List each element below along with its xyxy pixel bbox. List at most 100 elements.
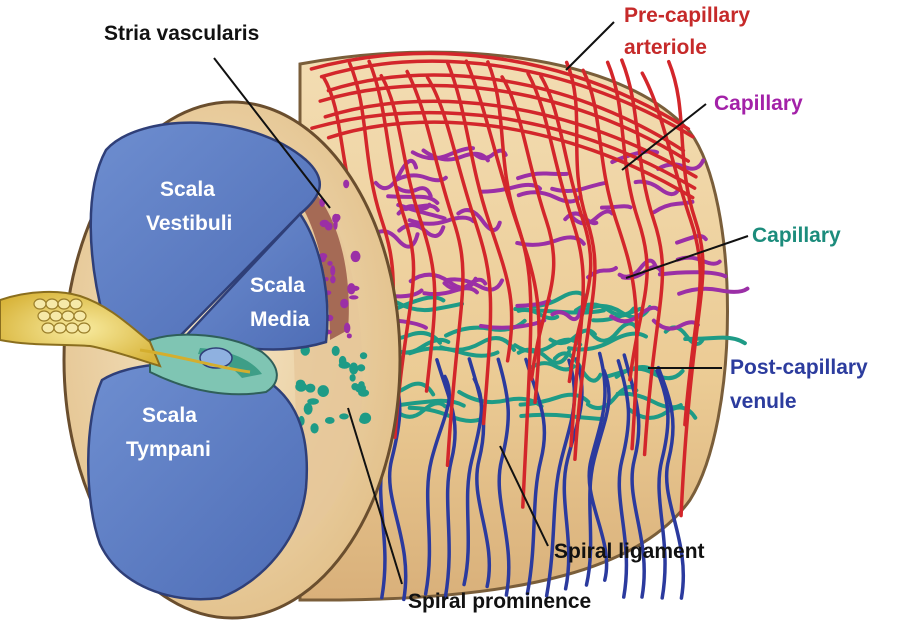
venule-segment [656,365,686,600]
scala-vestibuli-label-line2: Vestibuli [146,212,232,235]
venule-segment [655,368,670,600]
leader-spiral-prominence [347,407,403,585]
prominence-vessel-dot [317,385,329,397]
stria-vessel-dot [350,250,361,263]
nerve-fiber-bundle [73,310,87,322]
post-capillary-venule-network [378,351,686,602]
prominence-vessel-dot [357,364,366,372]
prominence-vessel-dot [359,412,372,424]
capillary-segment [456,208,502,232]
spiral-prominence-vessels [295,345,372,434]
arteriole-segment [539,74,593,384]
arteriole-arch [310,110,697,190]
arteriole-segment [425,75,493,426]
arteriole-segment [620,58,665,457]
prominence-vessel-dot [359,352,368,360]
nerve-fiber-bundle [77,322,91,334]
prominence-vessel-dot [324,417,335,424]
stria-vascularis-label: Stria vascularis [104,22,259,45]
stria-vessel-dot [340,298,349,309]
prominence-vessel-dot [338,361,351,369]
nerve-fiber-bundle [49,310,63,322]
prominence-vessel-dot [349,374,356,382]
capillary-segment [617,258,658,279]
arteriole-segment [666,59,705,518]
stria-vessel-dot [347,283,356,295]
capillary-teal-label: Capillary [752,224,841,247]
pre-capillary-label-line2: arteriole [624,36,707,59]
nerve-fiber-bundle [41,322,55,334]
stria-vessel-dot [330,275,336,284]
stria-vessel-dot [330,265,336,276]
capillary-segment [395,185,433,198]
capillary-segment [404,203,440,213]
spiral-ligament-label: Spiral ligament [554,540,705,563]
arteriole-arch [326,73,686,153]
arteriole-segment [564,60,597,461]
stria-vascularis-region [304,179,361,340]
capillary-segment [395,295,446,311]
capillary-segment [439,336,517,352]
nerve-fiber-bundle [65,322,79,334]
capillary-segment [457,389,544,409]
leader-spiral-ligament [499,445,549,547]
capillary-segment [516,171,569,181]
nerve-fiber-bundle [61,310,75,322]
leader-capillary-teal [625,235,749,279]
arteriole-arch [323,99,698,179]
stria-vessel-dot [335,214,341,222]
capillary-segment [444,277,505,292]
arteriole-arch [309,51,691,131]
arteriole-segment [405,69,465,468]
capillary-segment [513,337,583,354]
leader-capillary-purple [621,103,707,171]
capillary-segment [410,146,475,161]
prominence-vessel-dot [331,345,340,357]
nerve-fiber-bundle [37,310,51,322]
outer-labels: Stria vascularis Pre-capillary arteriole… [104,4,868,613]
venule-segment [616,359,631,599]
stria-vessel-dot [319,219,330,228]
venule-segment [584,368,611,587]
post-capillary-label-line2: venule [730,390,797,413]
prominence-vessel-dot [307,398,319,405]
capillary-segment [373,158,419,191]
capillary-segment [519,412,608,422]
pre-capillary-arteriole-network [309,51,705,518]
capillary-purple-label: Capillary [714,92,803,115]
pre-capillary-label-line1: Pre-capillary [624,4,750,27]
prominence-vessel-dot [303,403,313,415]
scala-tympani-label-line1: Scala [142,404,197,427]
prominence-vessel-dot [349,362,359,375]
scala-media-label-line1: Scala [250,274,305,297]
capillary-segment [599,204,633,210]
venule-segment [587,351,609,582]
arteriole-segment [445,60,514,363]
capillary-segment [586,266,618,280]
prominence-vessel-dot [305,383,316,393]
scala-tympani-label-line2: Tympani [126,438,211,461]
stria-vessel-dot [343,179,350,189]
nerve-fiber-bundle [33,298,47,310]
capillary-segment [393,398,466,408]
capillary-segment [550,308,583,322]
venule-segment [467,357,492,589]
venule-segment [435,358,457,600]
prominence-vessel-dot [339,413,349,420]
arteriole-segment [367,59,416,440]
chamber-labels: Scala Vestibuli Scala Media Scala Tympan… [126,178,310,461]
arteriole-arch [318,83,691,163]
stria-vessel-dot [318,253,328,260]
stria-vessel-dot [348,295,359,300]
capillary-segment [408,272,478,290]
leader-pre-capillary [565,21,615,71]
capillary-segment [569,209,615,226]
scala-vestibuli-label-line1: Scala [160,178,215,201]
capillary-segment [651,318,700,331]
arteriole-arch [326,120,695,200]
prominence-vessel-dot [310,423,319,434]
stria-vessel-dot [343,322,351,334]
capillary-segment [550,180,608,193]
leader-lines [213,21,749,585]
